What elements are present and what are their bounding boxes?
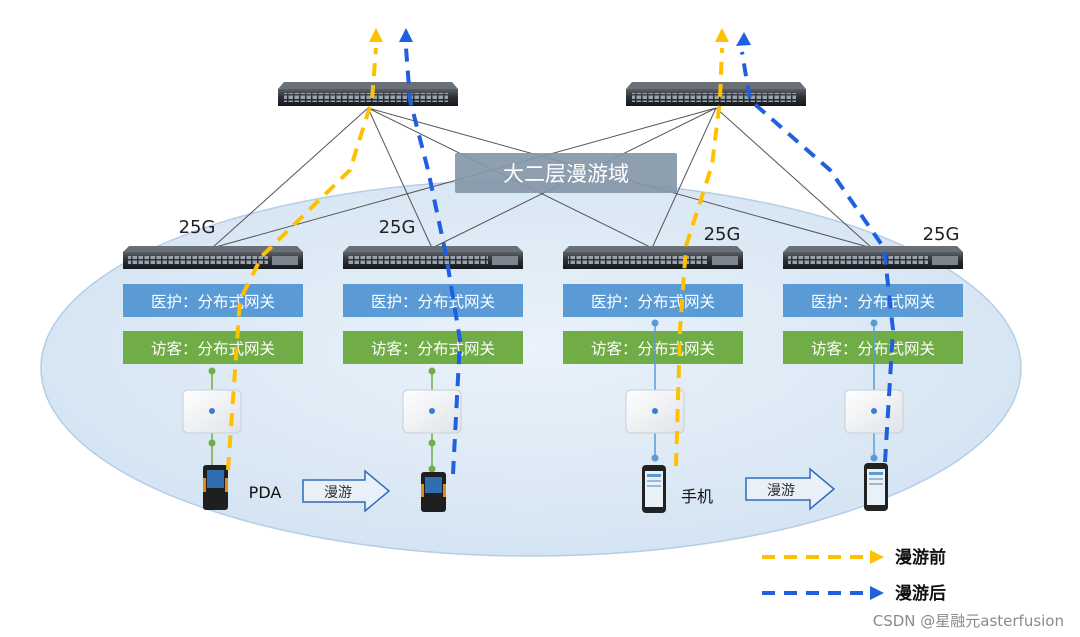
guest-gateway-label: 访客：分布式网关 [151, 340, 275, 358]
medical-gateway-label: 医护：分布式网关 [371, 293, 495, 311]
roam-arrow-label: 漫游 [324, 485, 352, 501]
gateway-column-1: 医护：分布式网关 访客：分布式网关 [123, 284, 303, 364]
legend: 漫游前 漫游后 [762, 547, 946, 604]
gateway-column-3: 医护：分布式网关 访客：分布式网关 [563, 284, 743, 364]
guest-gateway-label: 访客：分布式网关 [371, 340, 495, 358]
gateway-column-2: 医护：分布式网关 访客：分布式网关 [343, 284, 523, 364]
uplink-label-4: 25G [923, 224, 960, 245]
legend-after: 漫游后 [762, 583, 946, 604]
uplink-label-3: 25G [704, 224, 741, 245]
access-point-4 [844, 389, 904, 434]
phone-icon [642, 465, 666, 513]
roam-arrow-label: 漫游 [767, 483, 795, 499]
legend-before: 漫游前 [762, 547, 946, 568]
access-point-2 [402, 389, 462, 434]
path-before-roaming [226, 47, 724, 471]
path-after-roaming [404, 47, 896, 475]
guest-gateway-label: 访客：分布式网关 [591, 340, 715, 358]
access-point-3 [625, 389, 685, 434]
uplink-label-2: 25G [379, 217, 416, 238]
pda-icon [203, 465, 228, 510]
gateway-column-4: 医护：分布式网关 访客：分布式网关 [783, 284, 963, 364]
access-point-1 [182, 389, 242, 434]
leaf-switch-3 [563, 246, 743, 269]
legend-after-label: 漫游后 [895, 583, 946, 604]
leaf-switch-1 [123, 246, 303, 269]
roam-arrow-pda: 漫游 [302, 469, 391, 513]
phone-icon [864, 463, 888, 511]
legend-before-label: 漫游前 [895, 547, 946, 568]
uplink-label-1: 25G [179, 217, 216, 238]
domain-label-text: 大二层漫游域 [503, 162, 629, 186]
arrow-head-after [399, 28, 413, 42]
arrow-head-before [369, 28, 383, 42]
leaf-switch-2 [343, 246, 523, 269]
guest-gateway-label: 访客：分布式网关 [811, 340, 935, 358]
phone-label: 手机 [681, 487, 713, 506]
arrow-head-before [715, 28, 729, 42]
domain-label: 大二层漫游域 [455, 153, 677, 193]
arrow-head-after [736, 32, 751, 46]
spine-switch-left [278, 82, 458, 106]
pda-label: PDA [249, 483, 282, 502]
pda-icon [421, 472, 446, 512]
spine-switch-right [626, 82, 806, 106]
leaf-switch-4 [783, 246, 963, 269]
watermark: CSDN @星融元asterfusion [873, 612, 1064, 630]
roam-arrow-phone: 漫游 [745, 467, 836, 511]
medical-gateway-label: 医护：分布式网关 [591, 293, 715, 311]
medical-gateway-label: 医护：分布式网关 [151, 293, 275, 311]
medical-gateway-label: 医护：分布式网关 [811, 293, 935, 311]
